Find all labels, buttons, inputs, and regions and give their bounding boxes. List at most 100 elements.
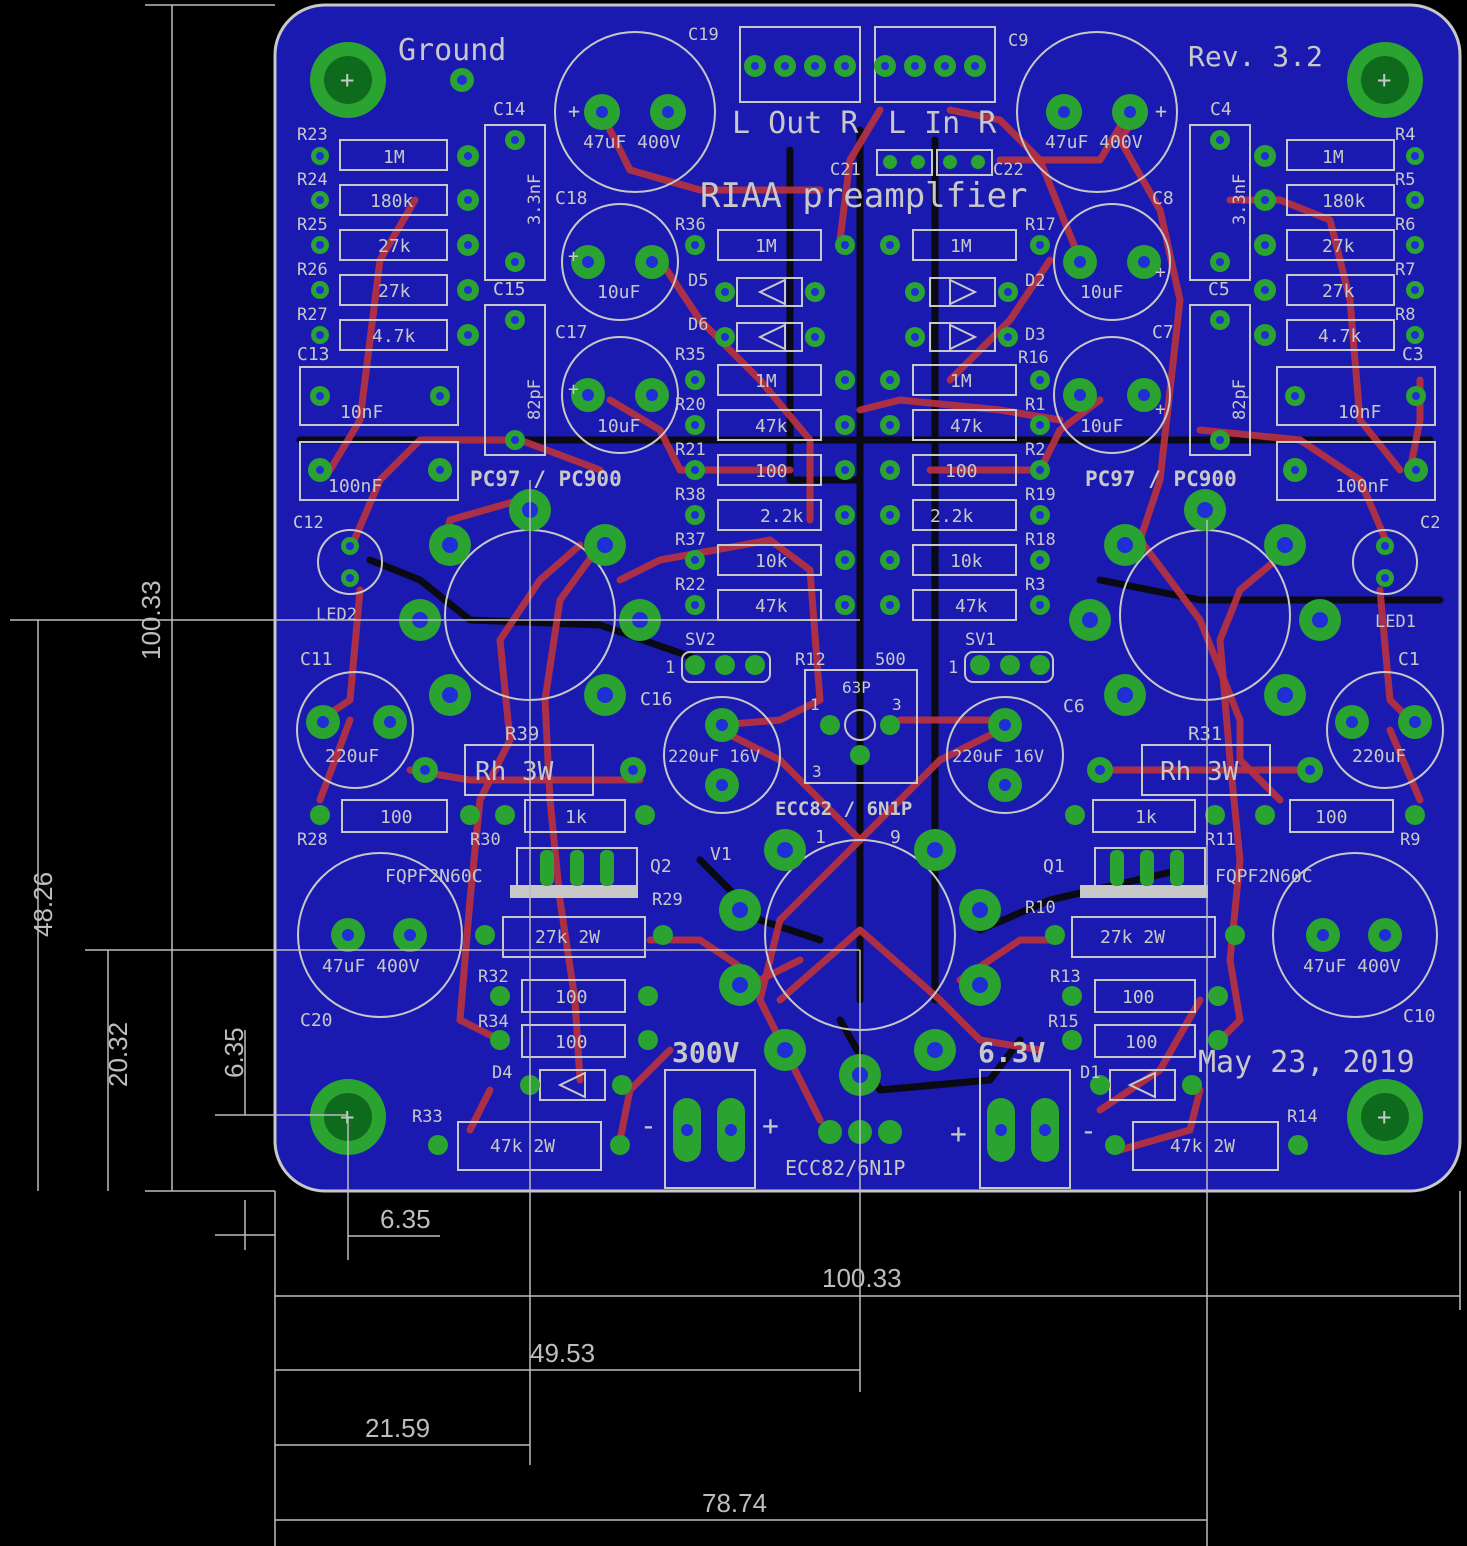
tube-pin9: 9	[890, 827, 901, 848]
res-value: 10k	[950, 551, 983, 572]
res-value: 27k	[1322, 281, 1355, 302]
resistor-r35: R35 1M	[675, 345, 855, 396]
cap-c14-hv: + 47uF 400V	[554, 31, 716, 193]
resistors-left-column: R23 1M R24 180k R25 27k R26 27k	[297, 125, 479, 351]
cap-ref: C20	[300, 1010, 333, 1031]
pot-ref: R12	[795, 650, 826, 670]
res-value: 100	[555, 987, 588, 1008]
resistor-r37: R37 10k	[675, 530, 855, 576]
res-ref: R8	[1395, 305, 1415, 325]
power-connectors: - + + -	[640, 1069, 1097, 1189]
pot-mark-3: 3	[892, 695, 902, 714]
cap-c6: C6 220uF 16V	[946, 696, 1085, 814]
res-ref: R9	[1400, 830, 1420, 850]
dim-y-20: 20.32	[103, 1022, 133, 1087]
resistor-r26: R26 27k	[297, 260, 479, 306]
res-ref: R7	[1395, 260, 1415, 280]
diode-ref: D2	[1025, 271, 1045, 291]
resistor-r6: R6 27k	[1254, 215, 1424, 261]
header-pin1: 1	[665, 658, 675, 678]
diode-ref: D4	[492, 1063, 512, 1083]
resistor-r28: R28 100	[297, 799, 480, 850]
res-value: 180k	[370, 191, 414, 212]
plus-sign: +	[762, 1109, 779, 1142]
dimension-annotations: 100.33 48.26 20.32 6.35 6.35 100.33 49.5…	[10, 4, 1461, 1546]
header-ref: SV2	[685, 630, 716, 650]
res-ref: R5	[1395, 170, 1415, 190]
cap-c16: C16 220uF 16V	[640, 689, 781, 814]
tube-connector-label: ECC82/6N1P	[785, 1156, 905, 1180]
res-ref: R34	[478, 1012, 509, 1032]
res-ref: R24	[297, 170, 328, 190]
resistor-r32: R32 100	[478, 967, 658, 1013]
mosfet-ref: Q1	[1043, 856, 1065, 877]
diodes-bottom: D4 D1	[492, 1063, 1202, 1101]
res-value: 2.2k	[760, 506, 804, 527]
res-value: 27k	[1322, 236, 1355, 257]
cap-value: 220uF 16V	[952, 747, 1044, 767]
led-led1: C2 LED1	[1352, 513, 1440, 632]
cap-c4: C4 3.3nF	[1189, 99, 1251, 281]
ground-label: Ground	[398, 33, 506, 68]
out-label: L Out R	[732, 106, 859, 141]
tube-label: ECC82 / 6N1P	[775, 798, 912, 820]
connector-ref: C9	[1008, 31, 1028, 51]
res-ref: R33	[412, 1107, 443, 1127]
resistor-r23: R23 1M	[297, 125, 479, 171]
resistor-r15: R15 100	[1048, 1012, 1228, 1058]
cap-ref: C15	[493, 279, 526, 300]
resistor-r5: R5 180k	[1254, 170, 1424, 216]
cap-value: 47uF 400V	[583, 132, 681, 153]
resistors-center: R36 1M R17 1M R35 1M R16 1M	[675, 215, 1056, 621]
cap-c22: C22	[936, 149, 1024, 180]
res-ref: R11	[1205, 830, 1236, 850]
cap-c8: + C8 10uF	[1053, 188, 1174, 321]
res-value: 1M	[383, 147, 405, 168]
res-value: 1k	[1135, 807, 1157, 828]
dim-x-49: 49.53	[530, 1338, 595, 1368]
dim-y-6: 6.35	[219, 1027, 249, 1078]
res-value: 180k	[1322, 191, 1366, 212]
connector-6v3: + -	[950, 1069, 1097, 1189]
diode-ref: D5	[688, 271, 708, 291]
cap-ref: C8	[1152, 188, 1174, 209]
revision-label: Rev. 3.2	[1188, 40, 1323, 73]
tube-pin1: 1	[815, 827, 826, 848]
cap-value: 220uF 16V	[668, 747, 760, 767]
cap-ref: C17	[555, 322, 588, 343]
cap-value: 10uF	[1080, 416, 1123, 437]
mosfet-part: FQPF2N60C	[1215, 866, 1313, 887]
cap-value: 82pF	[525, 379, 545, 420]
dim-y-48: 48.26	[28, 872, 58, 937]
resistor-r34: R34 100	[478, 1012, 658, 1058]
svg-text:+: +	[1377, 1103, 1391, 1131]
dim-x-6: 6.35	[380, 1204, 431, 1234]
res-value: 1M	[1322, 147, 1344, 168]
pot-extra: 63P	[842, 678, 871, 697]
date-label: May 23, 2019	[1198, 1045, 1415, 1080]
resistor-r19: R19 2.2k	[880, 485, 1056, 531]
minus-sign: -	[640, 1109, 657, 1142]
resistor-r31: R31 Rh 3W	[1087, 723, 1323, 796]
resistor-r14: R14 47k 2W	[1105, 1107, 1318, 1171]
res-value: 47k	[950, 416, 983, 437]
diode-ref: D6	[688, 315, 708, 335]
resistor-r7: R7 27k	[1254, 260, 1424, 306]
svg-text:+: +	[340, 1103, 354, 1131]
led-cap-ref: C2	[1420, 513, 1440, 533]
cap-ref: C14	[493, 99, 526, 120]
cap-ref: C10	[1403, 1006, 1436, 1027]
res-ref: R6	[1395, 215, 1415, 235]
header-sv1: SV1 1	[948, 630, 1054, 683]
led-ref: LED1	[1375, 612, 1416, 632]
cap-ref: C6	[1063, 696, 1085, 717]
connector-ref: C19	[688, 25, 719, 45]
film-caps-vertical: C14 3.3nF C15 82pF C4 3.3nF C5 82pF	[484, 99, 1251, 456]
res-ref: R20	[675, 395, 706, 415]
lv-label: 6.3V	[978, 1036, 1046, 1069]
res-ref: R39	[505, 723, 539, 745]
resistor-r22: R22 47k	[675, 575, 855, 621]
res-value: 100	[1125, 1032, 1158, 1053]
mosfet-q1: Q1 FQPF2N60C	[1043, 847, 1313, 898]
